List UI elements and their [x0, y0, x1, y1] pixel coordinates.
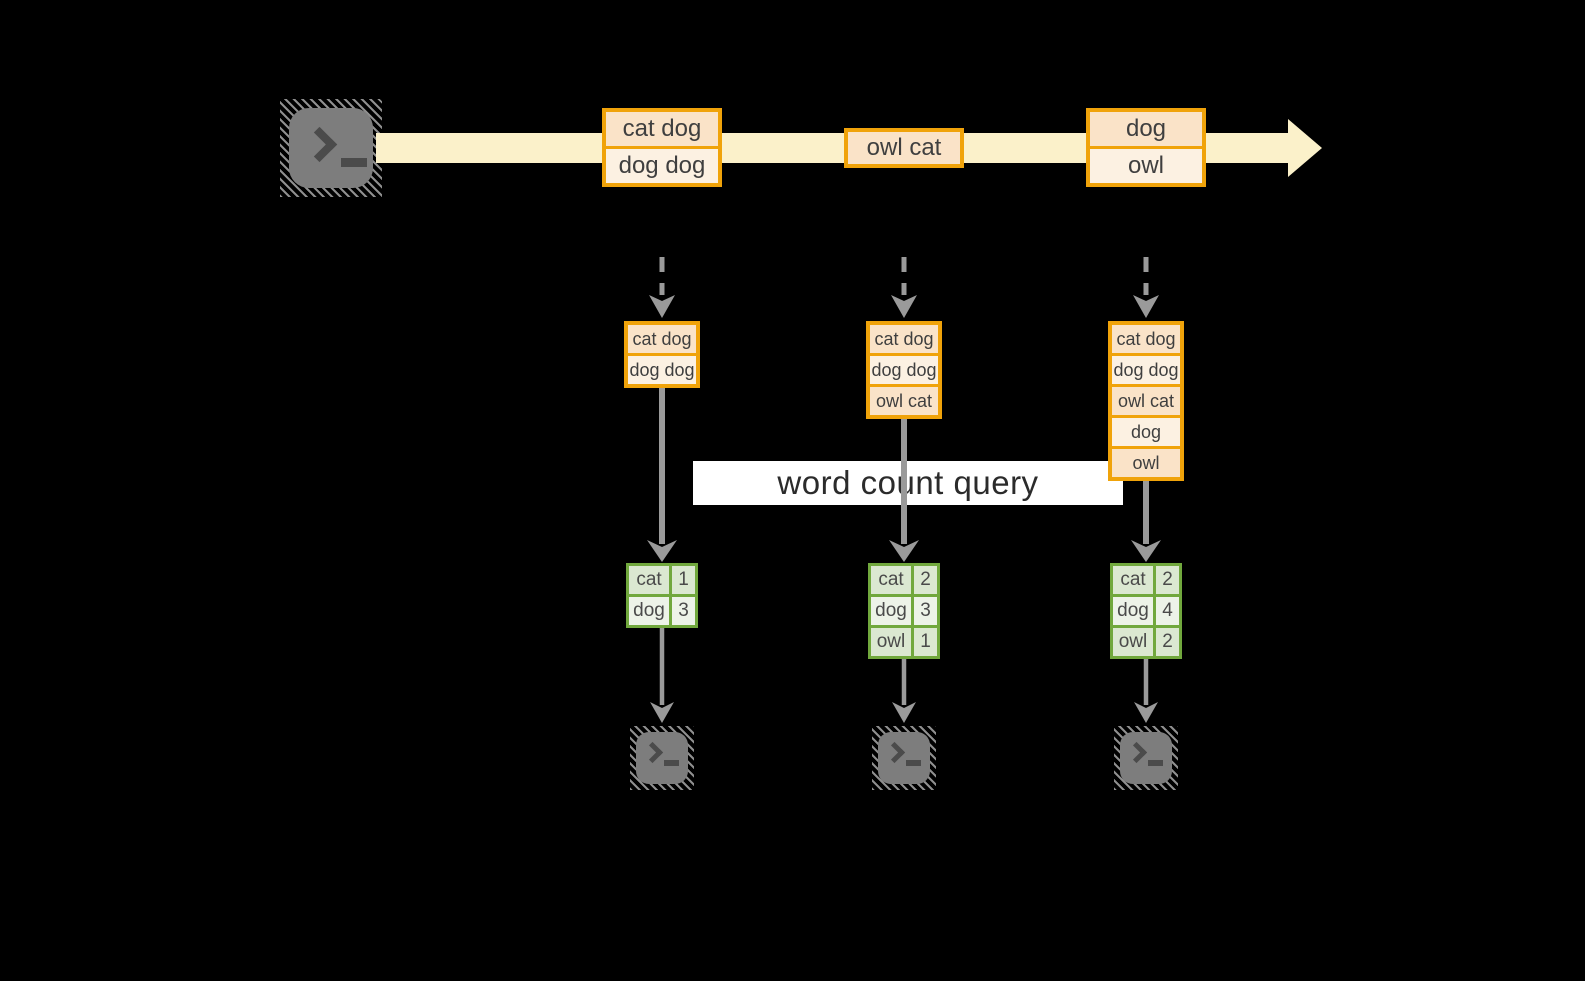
table-row: owl 2: [1113, 628, 1179, 656]
dashed-arrowhead-2: [891, 295, 917, 318]
count-cell: 2: [914, 566, 937, 594]
buffer-row: dog dog: [870, 356, 938, 384]
prompt-chevron-icon: [883, 741, 906, 764]
sink-terminal-icon-3: [1114, 726, 1178, 790]
count-cell: 3: [672, 597, 695, 625]
table-row: dog 3: [629, 597, 695, 625]
state-buffer-3: cat dog dog dog owl cat dog owl: [1108, 321, 1184, 481]
buffer-row: cat dog: [1112, 325, 1180, 353]
stream-event-3: dog owl: [1086, 108, 1206, 187]
query-label-band: word count query: [693, 461, 1123, 505]
count-table-1: cat 1 dog 3: [626, 563, 698, 628]
table-row: cat 2: [1113, 566, 1179, 594]
buffer-row: owl cat: [1112, 387, 1180, 415]
prompt-chevron-icon: [641, 741, 664, 764]
sink-terminal-icon-1: [630, 726, 694, 790]
query-arrowhead-1: [647, 540, 677, 562]
prompt-chevron-icon: [1125, 741, 1148, 764]
buffer-row: owl: [1112, 449, 1180, 477]
table-row: dog 3: [871, 597, 937, 625]
source-terminal-icon: [280, 99, 382, 197]
event-row: owl cat: [848, 132, 960, 164]
state-buffer-1: cat dog dog dog: [624, 321, 700, 388]
count-cell: 3: [914, 597, 937, 625]
word-cell: owl: [871, 628, 911, 656]
buffer-row: owl cat: [870, 387, 938, 415]
count-cell: 2: [1156, 566, 1179, 594]
buffer-row: cat dog: [628, 325, 696, 353]
word-cell: cat: [1113, 566, 1153, 594]
table-row: owl 1: [871, 628, 937, 656]
word-cell: dog: [1113, 597, 1153, 625]
terminal-body: [289, 108, 373, 188]
count-table-3: cat 2 dog 4 owl 2: [1110, 563, 1182, 659]
terminal-body: [1120, 732, 1172, 784]
word-cell: owl: [1113, 628, 1153, 656]
prompt-underscore-icon: [1148, 760, 1163, 766]
query-arrowhead-3: [1131, 540, 1161, 562]
table-row: dog 4: [1113, 597, 1179, 625]
buffer-row: dog: [1112, 418, 1180, 446]
event-row: dog dog: [606, 149, 718, 183]
stream-event-1: cat dog dog dog: [602, 108, 722, 187]
buffer-row: cat dog: [870, 325, 938, 353]
terminal-body: [878, 732, 930, 784]
prompt-underscore-icon: [664, 760, 679, 766]
dashed-arrowhead-3: [1133, 295, 1159, 318]
word-cell: cat: [871, 566, 911, 594]
sink-arrowhead-3: [1134, 702, 1158, 723]
buffer-row: dog dog: [1112, 356, 1180, 384]
buffer-row: dog dog: [628, 356, 696, 384]
count-cell: 1: [914, 628, 937, 656]
sink-arrowhead-2: [892, 702, 916, 723]
state-buffer-2: cat dog dog dog owl cat: [866, 321, 942, 419]
dashed-arrowhead-1: [649, 295, 675, 318]
prompt-chevron-icon: [301, 126, 338, 163]
prompt-underscore-icon: [341, 158, 367, 167]
stream-band-arrowhead: [1288, 119, 1322, 177]
terminal-body: [636, 732, 688, 784]
count-cell: 4: [1156, 597, 1179, 625]
event-row: cat dog: [606, 112, 718, 146]
query-arrowhead-2: [889, 540, 919, 562]
count-table-2: cat 2 dog 3 owl 1: [868, 563, 940, 659]
sink-arrowhead-1: [650, 702, 674, 723]
event-row: owl: [1090, 149, 1202, 183]
table-row: cat 2: [871, 566, 937, 594]
count-cell: 1: [672, 566, 695, 594]
query-label: word count query: [777, 464, 1039, 501]
stream-event-2: owl cat: [844, 128, 964, 168]
word-cell: cat: [629, 566, 669, 594]
prompt-underscore-icon: [906, 760, 921, 766]
word-cell: dog: [871, 597, 911, 625]
sink-terminal-icon-2: [872, 726, 936, 790]
count-cell: 2: [1156, 628, 1179, 656]
word-cell: dog: [629, 597, 669, 625]
event-row: dog: [1090, 112, 1202, 146]
table-row: cat 1: [629, 566, 695, 594]
